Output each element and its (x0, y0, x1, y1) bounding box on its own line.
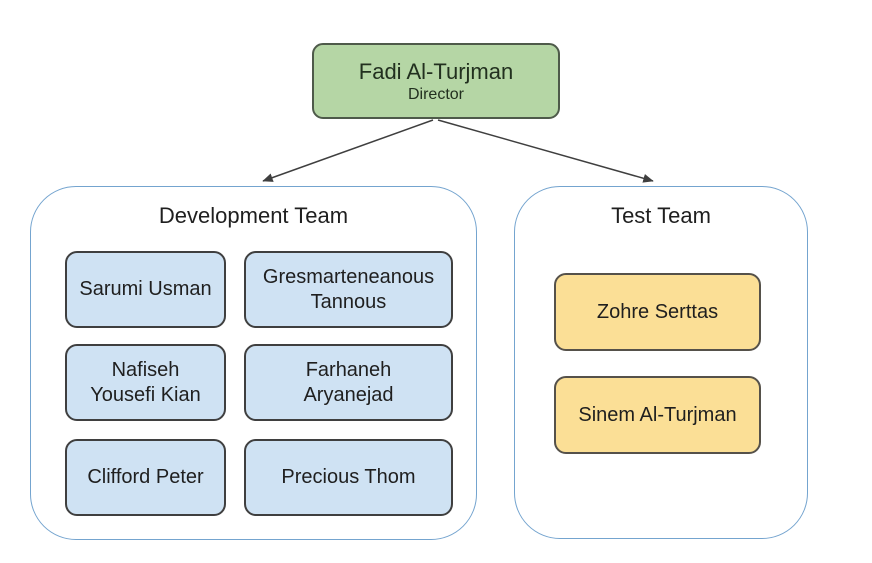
team-title-test: Test Team (611, 203, 711, 228)
arrow-to-development-team (262, 119, 434, 182)
member-card: Sarumi Usman (65, 251, 226, 328)
member-card: Zohre Serttas (554, 273, 761, 351)
member-card: Nafiseh Yousefi Kian (65, 344, 226, 421)
team-title-development: Development Team (158, 203, 349, 228)
team-container-development: Development Team Sarumi Usman Gresmarten… (30, 186, 477, 540)
team-container-test: Test Team Zohre Serttas Sinem Al-Turjman (514, 186, 808, 539)
director-name: Fadi Al-Turjman (358, 59, 514, 84)
member-card: Gresmarteneanous Tannous (244, 251, 453, 328)
arrow-to-test-team (437, 119, 654, 183)
member-card: Clifford Peter (65, 439, 226, 516)
member-card: Precious Thom (244, 439, 453, 516)
member-card: Sinem Al-Turjman (554, 376, 761, 454)
director-box: Fadi Al-Turjman Director (312, 43, 560, 119)
director-role: Director (407, 86, 464, 103)
member-card: Farhaneh Aryanejad (244, 344, 453, 421)
